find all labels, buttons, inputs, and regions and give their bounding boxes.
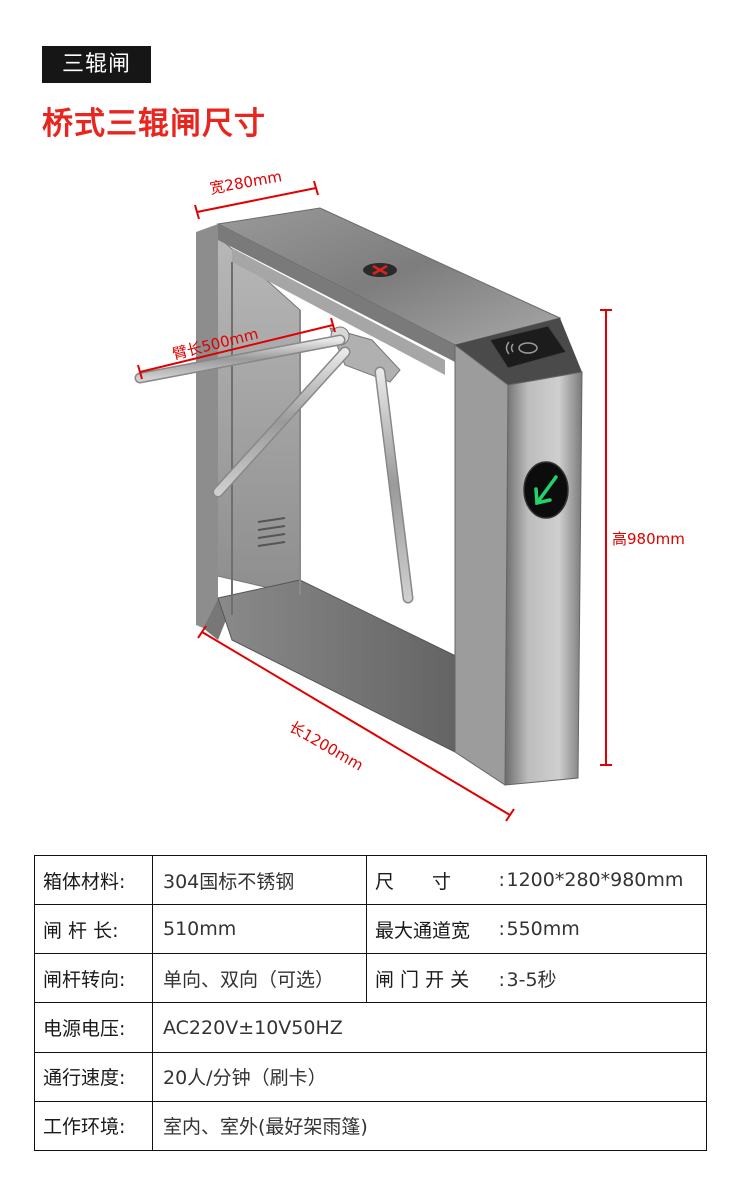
spec-label-text: 最大通道宽 bbox=[375, 919, 471, 942]
table-row: 箱体材料: 304国标不锈钢 尺 寸 :1200*280*980mm bbox=[34, 854, 707, 906]
spec-label: 闸杆转向: bbox=[34, 953, 153, 1004]
spec-label: 最大通道宽 bbox=[366, 904, 489, 955]
spec-value: 510mm bbox=[152, 904, 367, 955]
spec-value: :550mm bbox=[488, 904, 707, 955]
height-dimension-label: 高980mm bbox=[612, 530, 685, 548]
colon: : bbox=[498, 968, 505, 991]
spec-label: 通行速度: bbox=[34, 1051, 153, 1102]
spec-value: 单向、双向（可选） bbox=[152, 953, 367, 1004]
spec-label: 箱体材料: bbox=[34, 854, 153, 906]
table-row: 闸 杆 长: 510mm 最大通道宽 :550mm bbox=[34, 904, 707, 955]
page-title: 桥式三辊闸尺寸 bbox=[42, 106, 266, 142]
spec-label: 闸 门 开 关 bbox=[366, 953, 489, 1004]
table-row: 通行速度: 20人/分钟（刷卡） bbox=[34, 1051, 707, 1102]
colon: : bbox=[498, 869, 505, 892]
spec-value: :1200*280*980mm bbox=[488, 854, 707, 906]
spec-value: AC220V±10V50HZ bbox=[152, 1002, 707, 1053]
spec-value-text: 1200*280*980mm bbox=[506, 869, 684, 892]
spec-value: 304国标不锈钢 bbox=[152, 854, 367, 906]
product-badge: 三辊闸 bbox=[42, 46, 151, 83]
vent-slots bbox=[257, 517, 286, 547]
red-cross-icon bbox=[372, 264, 388, 276]
table-row: 工作环境: 室内、室外(最好架雨篷) bbox=[34, 1100, 707, 1152]
spec-label: 电源电压: bbox=[34, 1002, 153, 1053]
green-arrow-icon bbox=[534, 475, 558, 506]
spec-label: 工作环境: bbox=[34, 1100, 153, 1152]
spec-label: 闸 杆 长: bbox=[34, 904, 153, 955]
colon: : bbox=[498, 918, 505, 941]
spec-table: 箱体材料: 304国标不锈钢 尺 寸 :1200*280*980mm 闸 杆 长… bbox=[34, 854, 707, 1152]
spec-label-text: 尺 寸 bbox=[375, 870, 452, 893]
spec-value: 20人/分钟（刷卡） bbox=[152, 1051, 707, 1102]
dimension-lines bbox=[137, 180, 612, 822]
spec-value: :3-5秒 bbox=[488, 953, 707, 1004]
card-reader-icon bbox=[505, 341, 538, 355]
spec-value-text: 550mm bbox=[506, 918, 580, 941]
table-row: 电源电压: AC220V±10V50HZ bbox=[34, 1002, 707, 1053]
turnstile-illustration bbox=[134, 180, 612, 822]
spec-value-text: 3-5秒 bbox=[506, 968, 557, 991]
table-row: 闸杆转向: 单向、双向（可选） 闸 门 开 关 :3-5秒 bbox=[34, 953, 707, 1004]
spec-value: 室内、室外(最好架雨篷) bbox=[152, 1100, 707, 1152]
spec-label: 尺 寸 bbox=[366, 854, 489, 906]
spec-label-text: 闸 门 开 关 bbox=[375, 968, 470, 991]
